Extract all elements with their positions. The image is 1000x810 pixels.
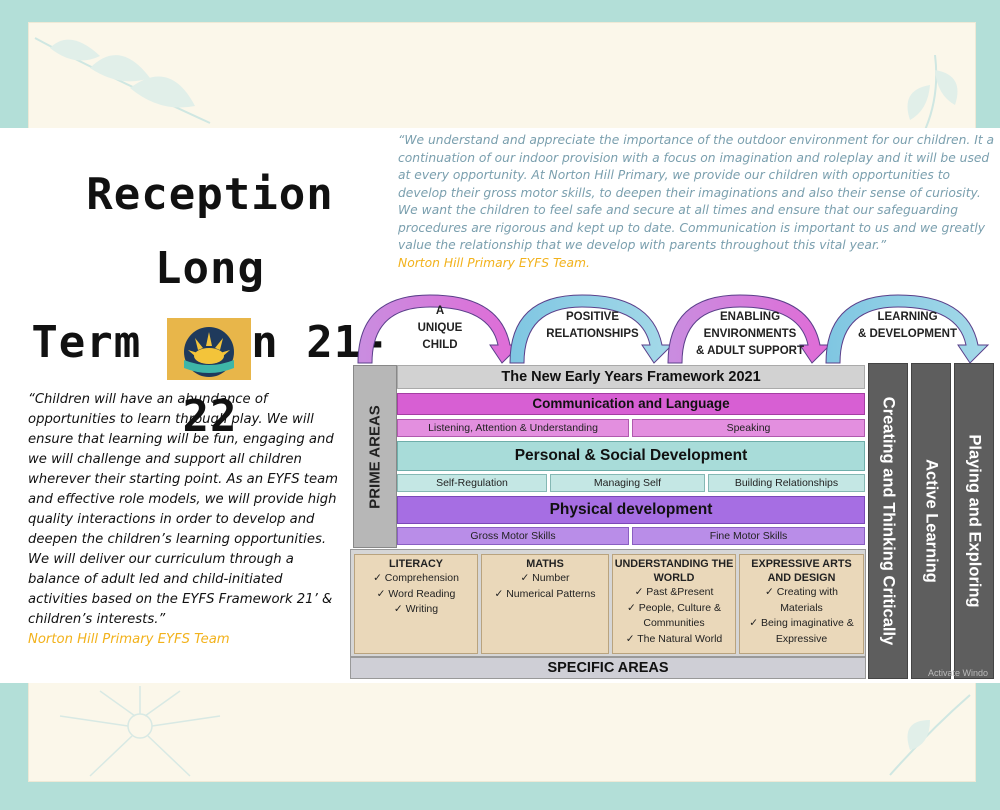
char-playing-exploring: Playing and Exploring <box>954 363 994 679</box>
arrow-label-learning-development: LEARNING & DEVELOPMENT <box>857 311 958 340</box>
utw-item: ✓ People, Culture & <box>626 601 721 614</box>
comm-lang-band: Communication and Language <box>397 393 865 415</box>
leaf-decoration-icon <box>907 55 958 130</box>
physical-sub-fine-motor: Fine Motor Skills <box>632 527 865 545</box>
physical-sub-gross-motor: Gross Motor Skills <box>397 527 629 545</box>
specific-expressive-arts: EXPRESSIVE ARTS AND DESIGN ✓ Creating wi… <box>739 554 864 654</box>
left-quote-text: “Children will have an abundance of oppo… <box>28 392 339 627</box>
utw-item: Communities <box>643 617 705 629</box>
right-quote-author: Norton Hill Primary EYFS Team. <box>398 255 590 270</box>
ead-item: Expressive <box>775 632 828 645</box>
framework-header: The New Early Years Framework 2021 <box>397 365 865 389</box>
maths-item: ✓ Number <box>520 572 570 584</box>
utw-item: ✓ The Natural World <box>625 632 723 645</box>
ead-item: ✓ Being imaginative & <box>749 617 854 629</box>
comm-sub-listening: Listening, Attention & Understanding <box>397 419 629 437</box>
prime-areas-text: PRIME AREAS <box>366 404 384 509</box>
literacy-title: LITERACY <box>389 558 443 570</box>
arrow-label-positive-relationships: POSITIVE RELATIONSHIPS <box>546 311 639 340</box>
char-active-learning-text: Active Learning <box>922 459 941 583</box>
psd-sub-building-relationships: Building Relationships <box>708 474 865 492</box>
left-quote-author: Norton Hill Primary EYFS Team <box>28 632 230 647</box>
utw-item: ✓ Past &Present <box>634 586 714 598</box>
right-quote: “We understand and appreciate the import… <box>398 132 998 272</box>
prime-areas-label: PRIME AREAS <box>353 365 397 548</box>
eyfs-framework-diagram: A UNIQUE CHILD POSITIVE RELATIONSHIPS EN… <box>350 285 1000 685</box>
psd-sub-managing-self: Managing Self <box>550 474 705 492</box>
right-quote-text: “We understand and appreciate the import… <box>398 133 995 252</box>
utw-title: UNDERSTANDING THE WORLD <box>614 558 734 584</box>
char-active-learning: Active Learning <box>911 363 951 679</box>
cycle-arrows-icon <box>357 294 990 364</box>
arrow-label-enabling-environments: ENABLING ENVIRONMENTS & ADULT SUPPORT <box>696 311 804 357</box>
comm-sub-speaking: Speaking <box>632 419 865 437</box>
ead-item: ✓ Creating with <box>765 586 838 598</box>
psd-sub-self-regulation: Self-Regulation <box>397 474 547 492</box>
specific-areas-panel: LITERACY ✓ Comprehension ✓ Word Reading … <box>350 549 866 657</box>
specific-maths: MATHS ✓ Number ✓ Numerical Patterns <box>481 554 609 654</box>
literacy-item: ✓ Writing <box>393 603 439 615</box>
maths-title: MATHS <box>526 558 564 570</box>
flower-decoration-icon <box>59 686 221 777</box>
leaf-decoration-icon <box>34 37 211 124</box>
activate-windows-watermark: Activate Windo <box>928 668 989 678</box>
literacy-item: ✓ Comprehension <box>373 572 459 584</box>
specific-literacy: LITERACY ✓ Comprehension ✓ Word Reading … <box>354 554 478 654</box>
leaf-decoration-icon <box>889 694 971 776</box>
physical-band: Physical development <box>397 496 865 524</box>
left-quote: “Children will have an abundance of oppo… <box>28 390 346 650</box>
school-logo-icon <box>167 318 251 380</box>
specific-areas-label: SPECIFIC AREAS <box>350 657 866 679</box>
ead-title: EXPRESSIVE ARTS AND DESIGN <box>751 558 852 584</box>
psd-band: Personal & Social Development <box>397 441 865 471</box>
ead-item: Materials <box>780 601 823 614</box>
arrow-label-unique-child: A UNIQUE CHILD <box>417 305 463 351</box>
maths-item: ✓ Numerical Patterns <box>494 587 596 600</box>
title-line-1: Reception Long <box>86 169 334 294</box>
char-creating-thinking: Creating and Thinking Critically <box>868 363 908 679</box>
char-playing-exploring-text: Playing and Exploring <box>965 434 984 608</box>
char-creating-thinking-text: Creating and Thinking Critically <box>879 396 898 646</box>
specific-understanding-world: UNDERSTANDING THE WORLD ✓ Past &Present … <box>612 554 736 654</box>
literacy-item: ✓ Word Reading <box>376 587 456 600</box>
